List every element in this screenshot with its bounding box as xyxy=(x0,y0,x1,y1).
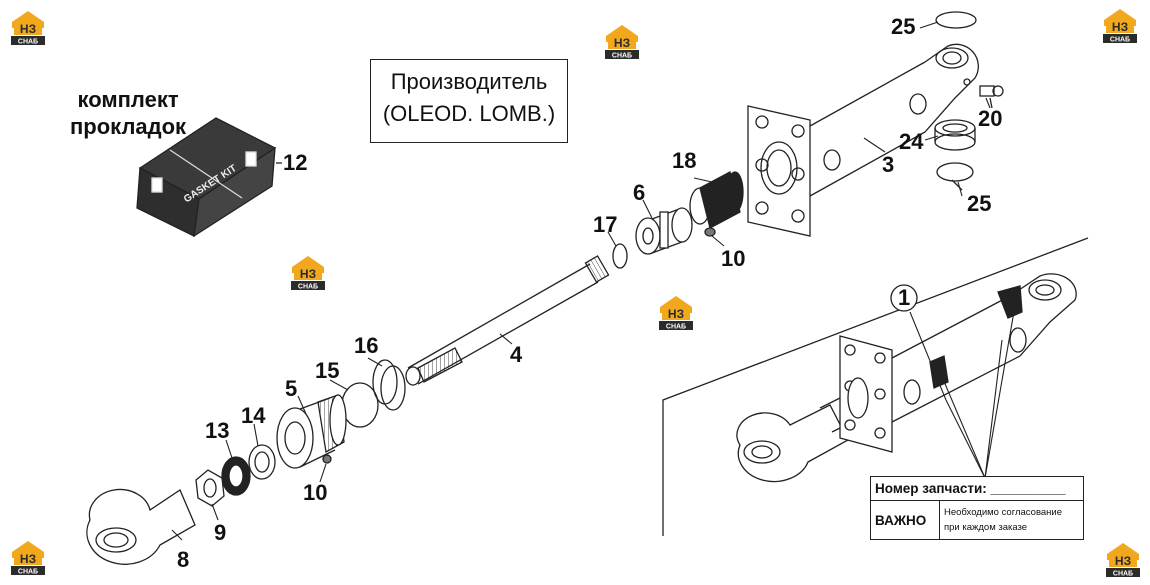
callout-14: 14 xyxy=(241,403,266,428)
callout-4: 4 xyxy=(510,342,523,367)
gasket-kit-label-line1: комплект xyxy=(77,87,179,112)
piston-rod-4 xyxy=(405,255,610,386)
circlip-25-bottom xyxy=(936,162,974,182)
callout-20: 20 xyxy=(978,106,1003,131)
svg-text:СНАБ: СНАБ xyxy=(612,53,632,60)
gasket-kit-box xyxy=(136,117,282,238)
guide-bushing-18 xyxy=(689,171,744,229)
callout-24: 24 xyxy=(899,129,924,154)
watermark-logo-icon: НЗ СНАБ xyxy=(8,538,48,578)
watermark-logo-icon: НЗ СНАБ xyxy=(288,253,328,293)
manufacturer-line2: (OLEOD. LOMB.) xyxy=(382,101,556,126)
svg-text:НЗ: НЗ xyxy=(20,552,36,566)
svg-text:СНАБ: СНАБ xyxy=(1110,37,1130,44)
svg-text:СНАБ: СНАБ xyxy=(666,324,686,331)
svg-text:СНАБ: СНАБ xyxy=(18,39,38,46)
circlip-25-top xyxy=(935,11,977,29)
o-ring-17 xyxy=(612,243,628,269)
callout-3: 3 xyxy=(882,152,895,177)
callout-9: 9 xyxy=(214,520,227,545)
callout-10-top: 10 xyxy=(721,246,746,271)
svg-text:НЗ: НЗ xyxy=(668,307,684,321)
svg-text:НЗ: НЗ xyxy=(20,22,36,36)
svg-text:НЗ: НЗ xyxy=(614,36,630,50)
cylinder-barrel xyxy=(747,43,979,237)
seal-ring-16 xyxy=(372,359,406,411)
watermark-logo-icon: НЗ СНАБ xyxy=(1100,6,1140,46)
important-note: Необходимо согласование при каждом заказ… xyxy=(939,500,1084,540)
important-label: ВАЖНО xyxy=(870,500,940,540)
piston-6 xyxy=(635,207,693,255)
svg-text:НЗ: НЗ xyxy=(300,267,316,281)
callout-15: 15 xyxy=(315,358,340,383)
manufacturer-line1: Производитель xyxy=(390,69,548,94)
svg-text:СНАБ: СНАБ xyxy=(1113,571,1133,578)
svg-text:СНАБ: СНАБ xyxy=(18,569,38,576)
manufacturer-box: Производитель (OLEOD. LOMB.) xyxy=(370,59,568,143)
callout-18: 18 xyxy=(672,148,697,173)
callout-16: 16 xyxy=(354,333,379,358)
svg-text:СНАБ: СНАБ xyxy=(298,284,318,291)
callout-13: 13 xyxy=(205,418,230,443)
callout-17: 17 xyxy=(593,212,618,237)
grease-nipple-20 xyxy=(979,85,1004,109)
part-number-label: Номер запчасти: __________ xyxy=(870,476,1084,501)
svg-text:НЗ: НЗ xyxy=(1112,20,1128,34)
watermark-logo-icon: НЗ СНАБ xyxy=(656,293,696,333)
svg-text:НЗ: НЗ xyxy=(1115,554,1131,568)
important-note-line1: Необходимо согласование xyxy=(944,507,1062,518)
inset-frame xyxy=(662,237,1089,536)
callout-1-circle xyxy=(890,284,918,312)
gasket-kit-label-line2: прокладок xyxy=(70,114,187,139)
watermark-logo-icon: НЗ СНАБ xyxy=(8,8,48,48)
wiper-14 xyxy=(248,444,276,480)
gasket-kit-label: комплект прокладок xyxy=(70,86,186,140)
wiper-13 xyxy=(221,456,251,496)
callout-12: 12 xyxy=(283,150,308,175)
assembled-cylinder xyxy=(736,273,1077,483)
callout-5: 5 xyxy=(285,376,298,401)
watermark-logo-icon: НЗ СНАБ xyxy=(602,22,642,62)
set-screw-10-top xyxy=(704,227,716,237)
set-screw-10-bottom xyxy=(322,454,332,464)
gland-5 xyxy=(276,394,347,469)
rod-eye-8 xyxy=(86,488,196,565)
part-info-table: Номер запчасти: __________ ВАЖНО Необход… xyxy=(870,476,1084,540)
watermark-logo-icon: НЗ СНАБ xyxy=(1103,540,1143,580)
callout-25-bottom: 25 xyxy=(967,191,992,216)
callout-8: 8 xyxy=(177,547,190,572)
callout-6: 6 xyxy=(633,180,646,205)
nut-9 xyxy=(195,469,225,507)
callout-10-bottom: 10 xyxy=(303,480,328,505)
important-note-line2: при каждом заказе xyxy=(944,522,1028,533)
callout-25-top: 25 xyxy=(891,14,916,39)
callout-1: 1 xyxy=(898,285,911,310)
bushing-24 xyxy=(934,119,976,151)
